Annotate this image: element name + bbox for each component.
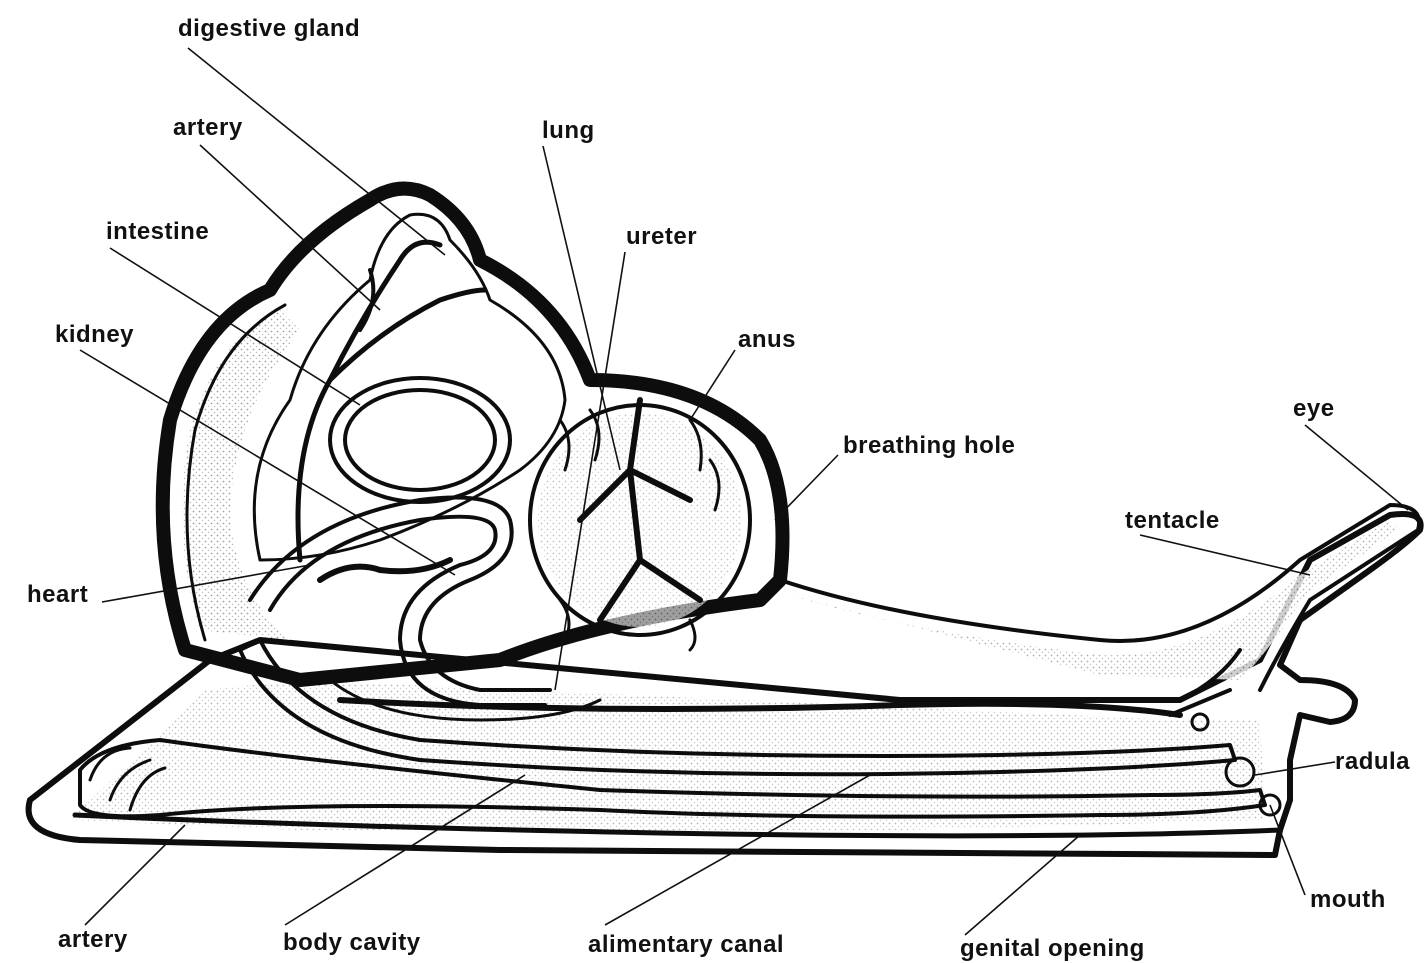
- label-ureter: ureter: [626, 223, 697, 250]
- leader-eye: [1305, 425, 1408, 510]
- leader-tentacle: [1140, 535, 1310, 575]
- label-intestine: intestine: [106, 218, 209, 245]
- label-genital-opening: genital opening: [960, 935, 1145, 962]
- leader-genital-opening: [965, 835, 1080, 935]
- tentacle-shape: [780, 505, 1419, 690]
- label-artery-top: artery: [173, 114, 243, 141]
- label-kidney: kidney: [55, 321, 134, 348]
- label-anus: anus: [738, 326, 796, 353]
- label-body-cavity: body cavity: [283, 929, 421, 956]
- label-breathing-hole: breathing hole: [843, 432, 1015, 459]
- leader-kidney: [80, 350, 455, 575]
- leader-radula: [1255, 762, 1335, 775]
- intestine-loop: [330, 378, 510, 502]
- digestive-gland: [254, 214, 565, 560]
- label-mouth: mouth: [1310, 886, 1386, 913]
- label-radula: radula: [1335, 748, 1410, 775]
- label-digestive-gland: digestive gland: [178, 15, 360, 42]
- label-tentacle: tentacle: [1125, 507, 1220, 534]
- leader-artery-top: [200, 145, 380, 310]
- label-artery-bottom: artery: [58, 926, 128, 953]
- label-eye: eye: [1293, 395, 1335, 422]
- label-heart: heart: [27, 581, 88, 608]
- leader-digestive-gland: [188, 48, 445, 255]
- label-lung: lung: [542, 117, 595, 144]
- label-alimentary-canal: alimentary canal: [588, 931, 784, 958]
